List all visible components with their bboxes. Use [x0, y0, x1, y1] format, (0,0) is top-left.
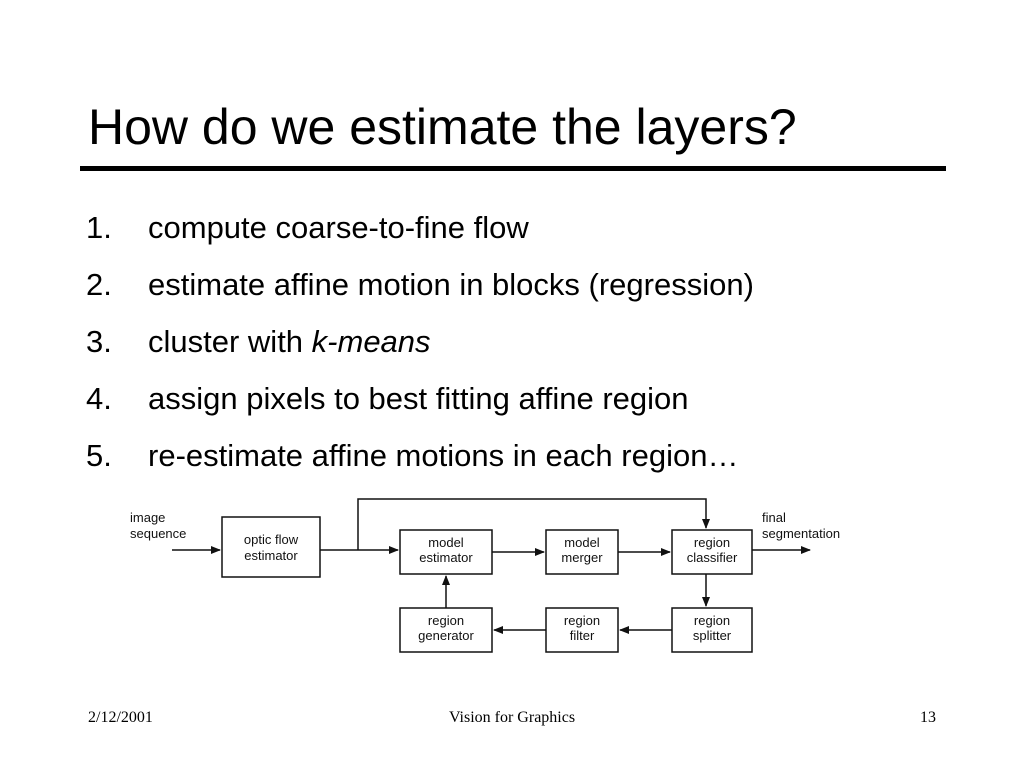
- slide-title: How do we estimate the layers?: [88, 99, 797, 155]
- region-classifier-block: region classifier: [671, 529, 753, 575]
- step-text: estimate affine motion in blocks (regres…: [148, 267, 754, 302]
- svg-text:region: region: [694, 613, 730, 628]
- footer-course-title: Vision for Graphics: [448, 709, 576, 726]
- svg-text:estimator: estimator: [244, 548, 298, 563]
- title-underline: [80, 166, 946, 171]
- step-text: assign pixels to best fitting affine reg…: [148, 381, 689, 416]
- output-label: segmentation: [762, 526, 840, 541]
- footer-page-number: 13: [920, 709, 936, 726]
- segmentation-flow-diagram: image sequence final segmentation optic …: [130, 498, 840, 653]
- svg-text:region: region: [428, 613, 464, 628]
- step-number: 4.: [86, 381, 112, 416]
- svg-text:generator: generator: [418, 628, 474, 643]
- svg-text:region: region: [564, 613, 600, 628]
- region-filter-block: region filter: [545, 607, 619, 653]
- step-number: 2.: [86, 267, 112, 302]
- model-merger-block: model merger: [545, 529, 619, 575]
- input-label: sequence: [130, 526, 186, 541]
- region-generator-block: region generator: [399, 607, 493, 653]
- svg-text:model: model: [564, 535, 600, 550]
- step-emphasis: k-means: [311, 324, 431, 359]
- optic-flow-estimator-block: optic flow estimator: [221, 516, 321, 578]
- svg-text:splitter: splitter: [693, 628, 732, 643]
- svg-text:estimator: estimator: [419, 550, 473, 565]
- step-text: re-estimate affine motions in each regio…: [148, 438, 739, 473]
- footer-date: 2/12/2001: [88, 709, 153, 726]
- svg-text:filter: filter: [570, 628, 595, 643]
- svg-text:merger: merger: [561, 550, 603, 565]
- step-text: cluster with k-means: [148, 324, 431, 359]
- region-splitter-block: region splitter: [671, 607, 753, 653]
- step-number: 1.: [86, 210, 112, 245]
- svg-text:model: model: [428, 535, 464, 550]
- model-estimator-block: model estimator: [399, 529, 493, 575]
- svg-text:region: region: [694, 535, 730, 550]
- edge-flow-feedback-to-classifier: [357, 498, 710, 550]
- step-number: 5.: [86, 438, 112, 473]
- svg-text:classifier: classifier: [687, 550, 738, 565]
- step-number: 3.: [86, 324, 112, 359]
- svg-text:optic flow: optic flow: [244, 532, 299, 547]
- step-text: compute coarse-to-fine flow: [148, 210, 529, 245]
- input-label: image: [130, 510, 165, 525]
- output-label: final: [762, 510, 786, 525]
